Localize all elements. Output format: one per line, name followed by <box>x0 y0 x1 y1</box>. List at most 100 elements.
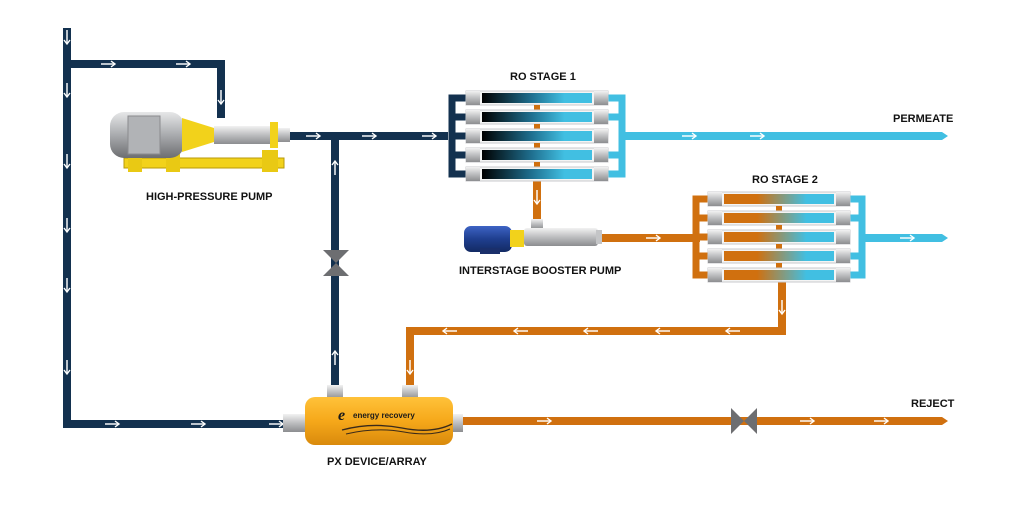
feed-pipes <box>63 28 448 428</box>
end-cap <box>708 268 722 282</box>
flow-arrow-icon <box>646 234 662 242</box>
flow-arrow-icon <box>406 360 414 376</box>
ro-stage-1[interactable] <box>448 90 626 182</box>
label-reject: REJECT <box>911 398 955 410</box>
flow-arrow-icon <box>331 159 339 175</box>
feed-main-vertical <box>63 28 290 428</box>
ro2-vessel <box>707 210 851 226</box>
feed-to-hp-pump <box>67 60 225 118</box>
brand-wave <box>341 423 453 431</box>
hp-pump-coupling <box>182 118 214 152</box>
high-pressure-pump[interactable] <box>110 112 290 172</box>
flow-arrow-icon <box>512 327 528 335</box>
end-cap <box>708 230 722 244</box>
end-cap <box>466 110 480 124</box>
flow-arrow-icon <box>63 360 71 376</box>
hp-pump-body <box>214 126 274 144</box>
ro1-vessel <box>465 166 609 182</box>
brand-logo-glyph: e <box>338 407 345 424</box>
ro2-vessel <box>707 191 851 207</box>
flow-arrow-icon <box>654 327 670 335</box>
end-cap <box>594 91 608 105</box>
flow-arrow-icon <box>422 132 438 140</box>
end-cap <box>466 129 480 143</box>
vessel-connector <box>776 206 782 211</box>
end-cap <box>708 249 722 263</box>
ro1-vessel <box>465 128 609 144</box>
ro2-vessel-group <box>707 191 851 283</box>
reject-valve[interactable] <box>731 408 757 434</box>
ro1-vessel <box>465 90 609 106</box>
end-cap <box>836 230 850 244</box>
flow-arrow-icon <box>63 278 71 294</box>
label-high-pressure-pump: HIGH-PRESSURE PUMP <box>146 191 273 203</box>
hp-pump-base <box>123 157 285 169</box>
ro2-vessel <box>707 248 851 264</box>
flow-arrow-icon <box>900 234 916 242</box>
end-cap <box>836 249 850 263</box>
label-ro-stage-1: RO STAGE 1 <box>510 71 576 83</box>
flow-arrow-icon <box>63 83 71 99</box>
vessel-connector <box>776 225 782 230</box>
end-cap <box>836 268 850 282</box>
booster-motor <box>464 226 512 252</box>
flow-arrow-icon <box>191 420 207 428</box>
flow-arrow-icon <box>217 90 225 106</box>
flow-arrow-icon <box>778 300 786 316</box>
px-body <box>305 397 453 445</box>
vessel-connector <box>534 162 540 167</box>
label-px-device: PX DEVICE/ARRAY <box>327 456 428 468</box>
end-cap <box>836 211 850 225</box>
label-ro-stage-2: RO STAGE 2 <box>752 174 818 186</box>
flow-arrow-icon <box>362 132 378 140</box>
flow-arrow-icon <box>582 327 598 335</box>
vessel-connector <box>776 263 782 268</box>
flow-arrow-icon <box>63 218 71 234</box>
end-cap <box>836 192 850 206</box>
flow-arrow-icon <box>101 60 117 68</box>
ro1-vessel <box>465 147 609 163</box>
end-cap <box>594 110 608 124</box>
flow-arrow-icon <box>800 417 816 425</box>
flow-arrows <box>63 30 916 428</box>
valve-icon <box>323 250 349 263</box>
flow-arrow-icon <box>441 327 457 335</box>
end-cap <box>594 167 608 181</box>
vessel-connector <box>534 143 540 148</box>
flow-arrow-icon <box>63 30 71 46</box>
flow-arrow-icon <box>176 60 192 68</box>
flow-arrow-icon <box>533 190 541 206</box>
brand-text: energy recovery <box>353 411 415 420</box>
flow-arrow-icon <box>63 154 71 170</box>
ro-stage-2[interactable] <box>692 191 866 283</box>
end-cap <box>466 167 480 181</box>
end-cap <box>466 91 480 105</box>
end-cap <box>466 148 480 162</box>
booster-body <box>524 228 598 246</box>
flow-arrow-icon <box>724 327 740 335</box>
flow-arrow-icon <box>750 132 766 140</box>
ro1-vessel <box>465 109 609 125</box>
reject-arrow-tip <box>942 417 948 425</box>
permeate-arrow-tip-2 <box>942 234 948 242</box>
flow-arrow-icon <box>105 420 121 428</box>
flow-arrow-icon <box>331 349 339 365</box>
vessel-connector <box>534 124 540 129</box>
ro2-vessel <box>707 267 851 283</box>
end-cap <box>594 148 608 162</box>
label-interstage-booster-pump: INTERSTAGE BOOSTER PUMP <box>459 265 621 277</box>
vessel-connector <box>776 244 782 249</box>
end-cap <box>708 192 722 206</box>
label-permeate: PERMEATE <box>893 113 953 125</box>
interstage-booster-pump[interactable] <box>464 219 602 254</box>
flow-arrow-icon <box>682 132 698 140</box>
end-cap <box>594 129 608 143</box>
valve-icon <box>731 408 744 434</box>
px-device[interactable]: e energy recovery <box>283 385 463 445</box>
end-cap <box>708 211 722 225</box>
permeate-arrow-tip-1 <box>942 132 948 140</box>
bypass-valve[interactable] <box>323 250 349 276</box>
flow-arrow-icon <box>306 132 322 140</box>
ro2-vessel <box>707 229 851 245</box>
